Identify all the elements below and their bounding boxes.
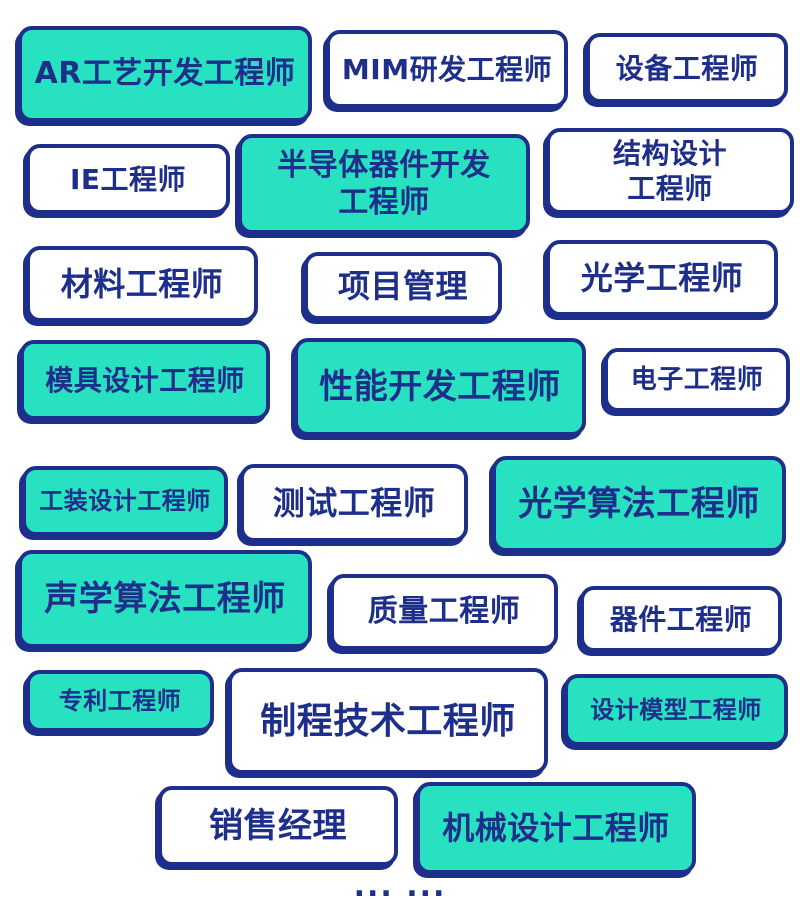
tag-equipment-engineer: 设备工程师: [586, 33, 788, 103]
tag-design-model-engineer: 设计模型工程师: [564, 674, 788, 746]
tag-optical-engineer: 光学工程师: [546, 240, 778, 316]
tag-process-technology-engineer: 制程技术工程师: [228, 668, 548, 774]
more-ellipsis: ... ...: [353, 869, 447, 904]
tag-ar-process-engineer: AR工艺开发工程师: [18, 26, 312, 122]
tag-project-management: 项目管理: [304, 252, 502, 320]
tag-materials-engineer: 材料工程师: [26, 246, 258, 322]
tag-ie-engineer: IE工程师: [26, 144, 230, 214]
tag-mim-rd-engineer: MIM研发工程师: [326, 30, 568, 108]
tag-acoustic-algorithm-engineer: 声学算法工程师: [18, 550, 312, 648]
tag-device-engineer: 器件工程师: [580, 586, 782, 652]
tag-quality-engineer: 质量工程师: [330, 574, 558, 650]
tag-patent-engineer: 专利工程师: [26, 670, 214, 732]
tag-optical-algorithm-engineer: 光学算法工程师: [492, 456, 786, 552]
tag-structure-design-engineer: 结构设计 工程师: [546, 128, 794, 214]
tag-mechanical-design-engineer: 机械设计工程师: [416, 782, 696, 874]
tag-electronics-engineer: 电子工程师: [604, 348, 790, 412]
tag-sales-manager: 销售经理: [158, 786, 398, 866]
tag-fixture-design-engineer: 工装设计工程师: [22, 466, 228, 536]
tag-mold-design-engineer: 模具设计工程师: [20, 340, 270, 420]
tag-semiconductor-device-engineer: 半导体器件开发 工程师: [238, 134, 530, 234]
tag-performance-dev-engineer: 性能开发工程师: [294, 338, 586, 436]
tag-test-engineer: 测试工程师: [240, 464, 468, 542]
